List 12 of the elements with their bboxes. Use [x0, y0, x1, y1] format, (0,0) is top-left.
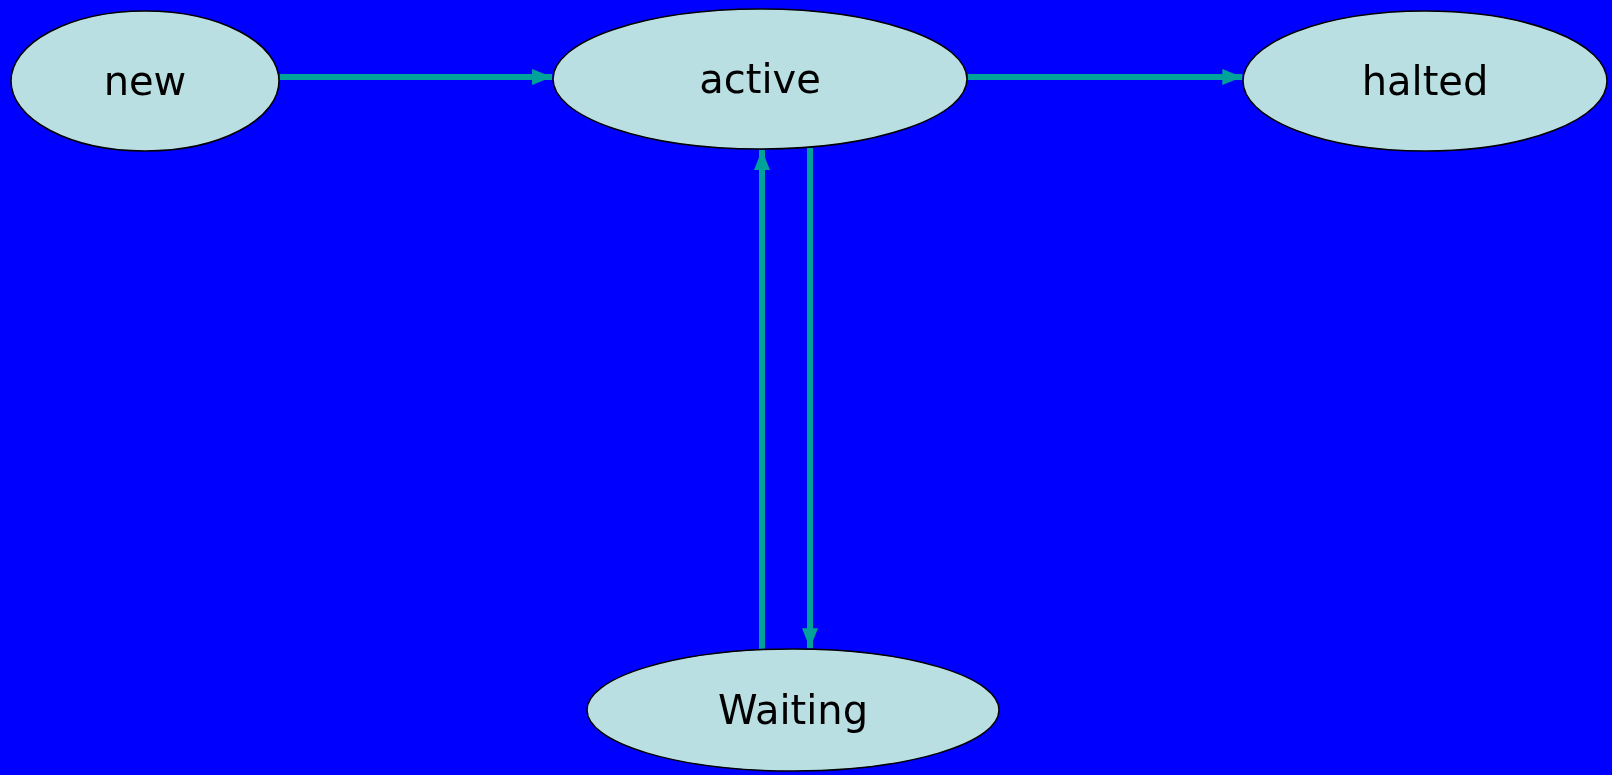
state-ellipse — [10, 10, 280, 152]
state-ellipse — [1242, 10, 1608, 152]
arrow — [754, 150, 770, 649]
state-ellipse — [552, 8, 968, 150]
arrow — [802, 147, 818, 649]
arrow — [967, 69, 1243, 85]
state-label: active — [699, 56, 821, 102]
state-label: Waiting — [717, 687, 869, 733]
state-ellipse — [586, 648, 1000, 772]
arrow — [279, 69, 553, 85]
state-label: new — [103, 58, 187, 104]
state-label: halted — [1361, 58, 1489, 104]
